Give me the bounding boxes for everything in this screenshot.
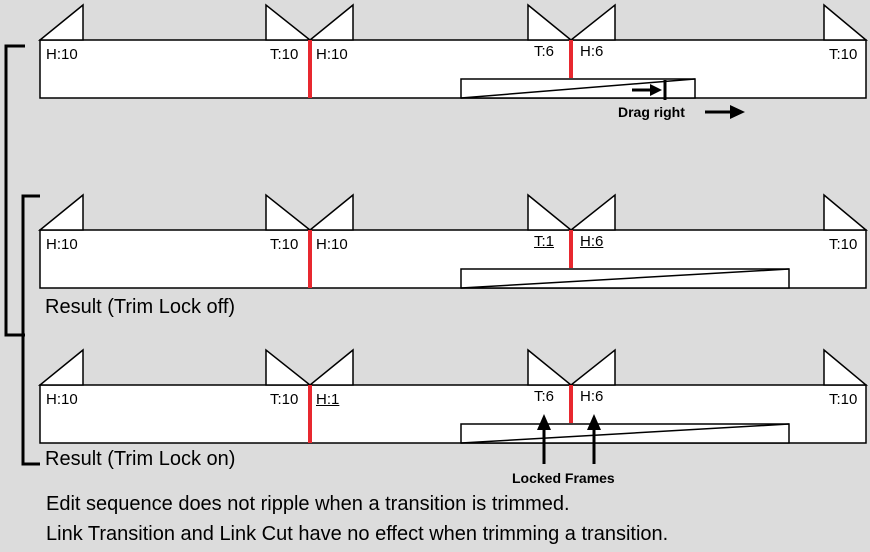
head-label: H:10 (46, 391, 78, 408)
timeline-1 (37, 3, 869, 119)
inner-bracket (21, 194, 40, 466)
locked-arrow-left-head (537, 414, 551, 430)
tail-label: T:10 (829, 391, 858, 408)
head-label: H:6 (580, 43, 604, 60)
tail-flag (265, 3, 313, 41)
head-label: H:6 (580, 388, 604, 405)
tail-flag (823, 348, 869, 386)
head-label: H:6 (580, 233, 604, 250)
tail-label: T:1 (534, 233, 555, 250)
drag-right-arrow-head (730, 105, 745, 119)
head-label: H:10 (46, 236, 78, 253)
tail-flag (265, 348, 313, 386)
tail-flag (265, 193, 313, 231)
head-flag (37, 193, 84, 231)
head-label: H:10 (316, 236, 348, 253)
result-trim-lock-off-caption: Result (Trim Lock off) (45, 296, 236, 318)
tail-label: T:10 (270, 236, 299, 253)
tail-flag (823, 3, 869, 41)
drag-arrow-small-head (650, 84, 662, 96)
transition-ramp (460, 78, 696, 99)
locked-frames-label: Locked Frames (512, 470, 615, 486)
outer-bracket (4, 44, 25, 337)
transition-ramp (460, 423, 790, 444)
tail-flag (527, 348, 574, 386)
tail-label: T:10 (829, 236, 858, 253)
transition-ramp (460, 268, 790, 289)
tail-flag (823, 193, 869, 231)
locked-arrow-right-head (587, 414, 601, 430)
tail-label: T:10 (270, 46, 299, 63)
tail-label: T:6 (534, 388, 555, 405)
head-flag (568, 3, 616, 41)
head-label: H:10 (316, 46, 348, 63)
head-flag (37, 3, 84, 41)
note-link-no-effect: Link Transition and Link Cut have no eff… (46, 523, 669, 545)
tail-label: T:10 (270, 391, 299, 408)
head-label: H:1 (316, 391, 340, 408)
note-no-ripple: Edit sequence does not ripple when a tra… (46, 493, 570, 515)
timeline-2 (37, 193, 869, 289)
head-flag (307, 3, 354, 41)
head-flag (307, 348, 354, 386)
tail-flag (527, 3, 574, 41)
tail-label: T:10 (829, 46, 858, 63)
drag-right-label: Drag right (618, 104, 685, 120)
result-trim-lock-on-caption: Result (Trim Lock on) (45, 448, 236, 470)
head-flag (37, 348, 84, 386)
head-flag (568, 348, 616, 386)
tail-label: T:6 (534, 43, 555, 60)
timeline-3 (37, 348, 869, 464)
head-flag (568, 193, 616, 231)
head-label: H:10 (46, 46, 78, 63)
clip-track (39, 39, 867, 99)
tail-flag (527, 193, 574, 231)
head-flag (307, 193, 354, 231)
